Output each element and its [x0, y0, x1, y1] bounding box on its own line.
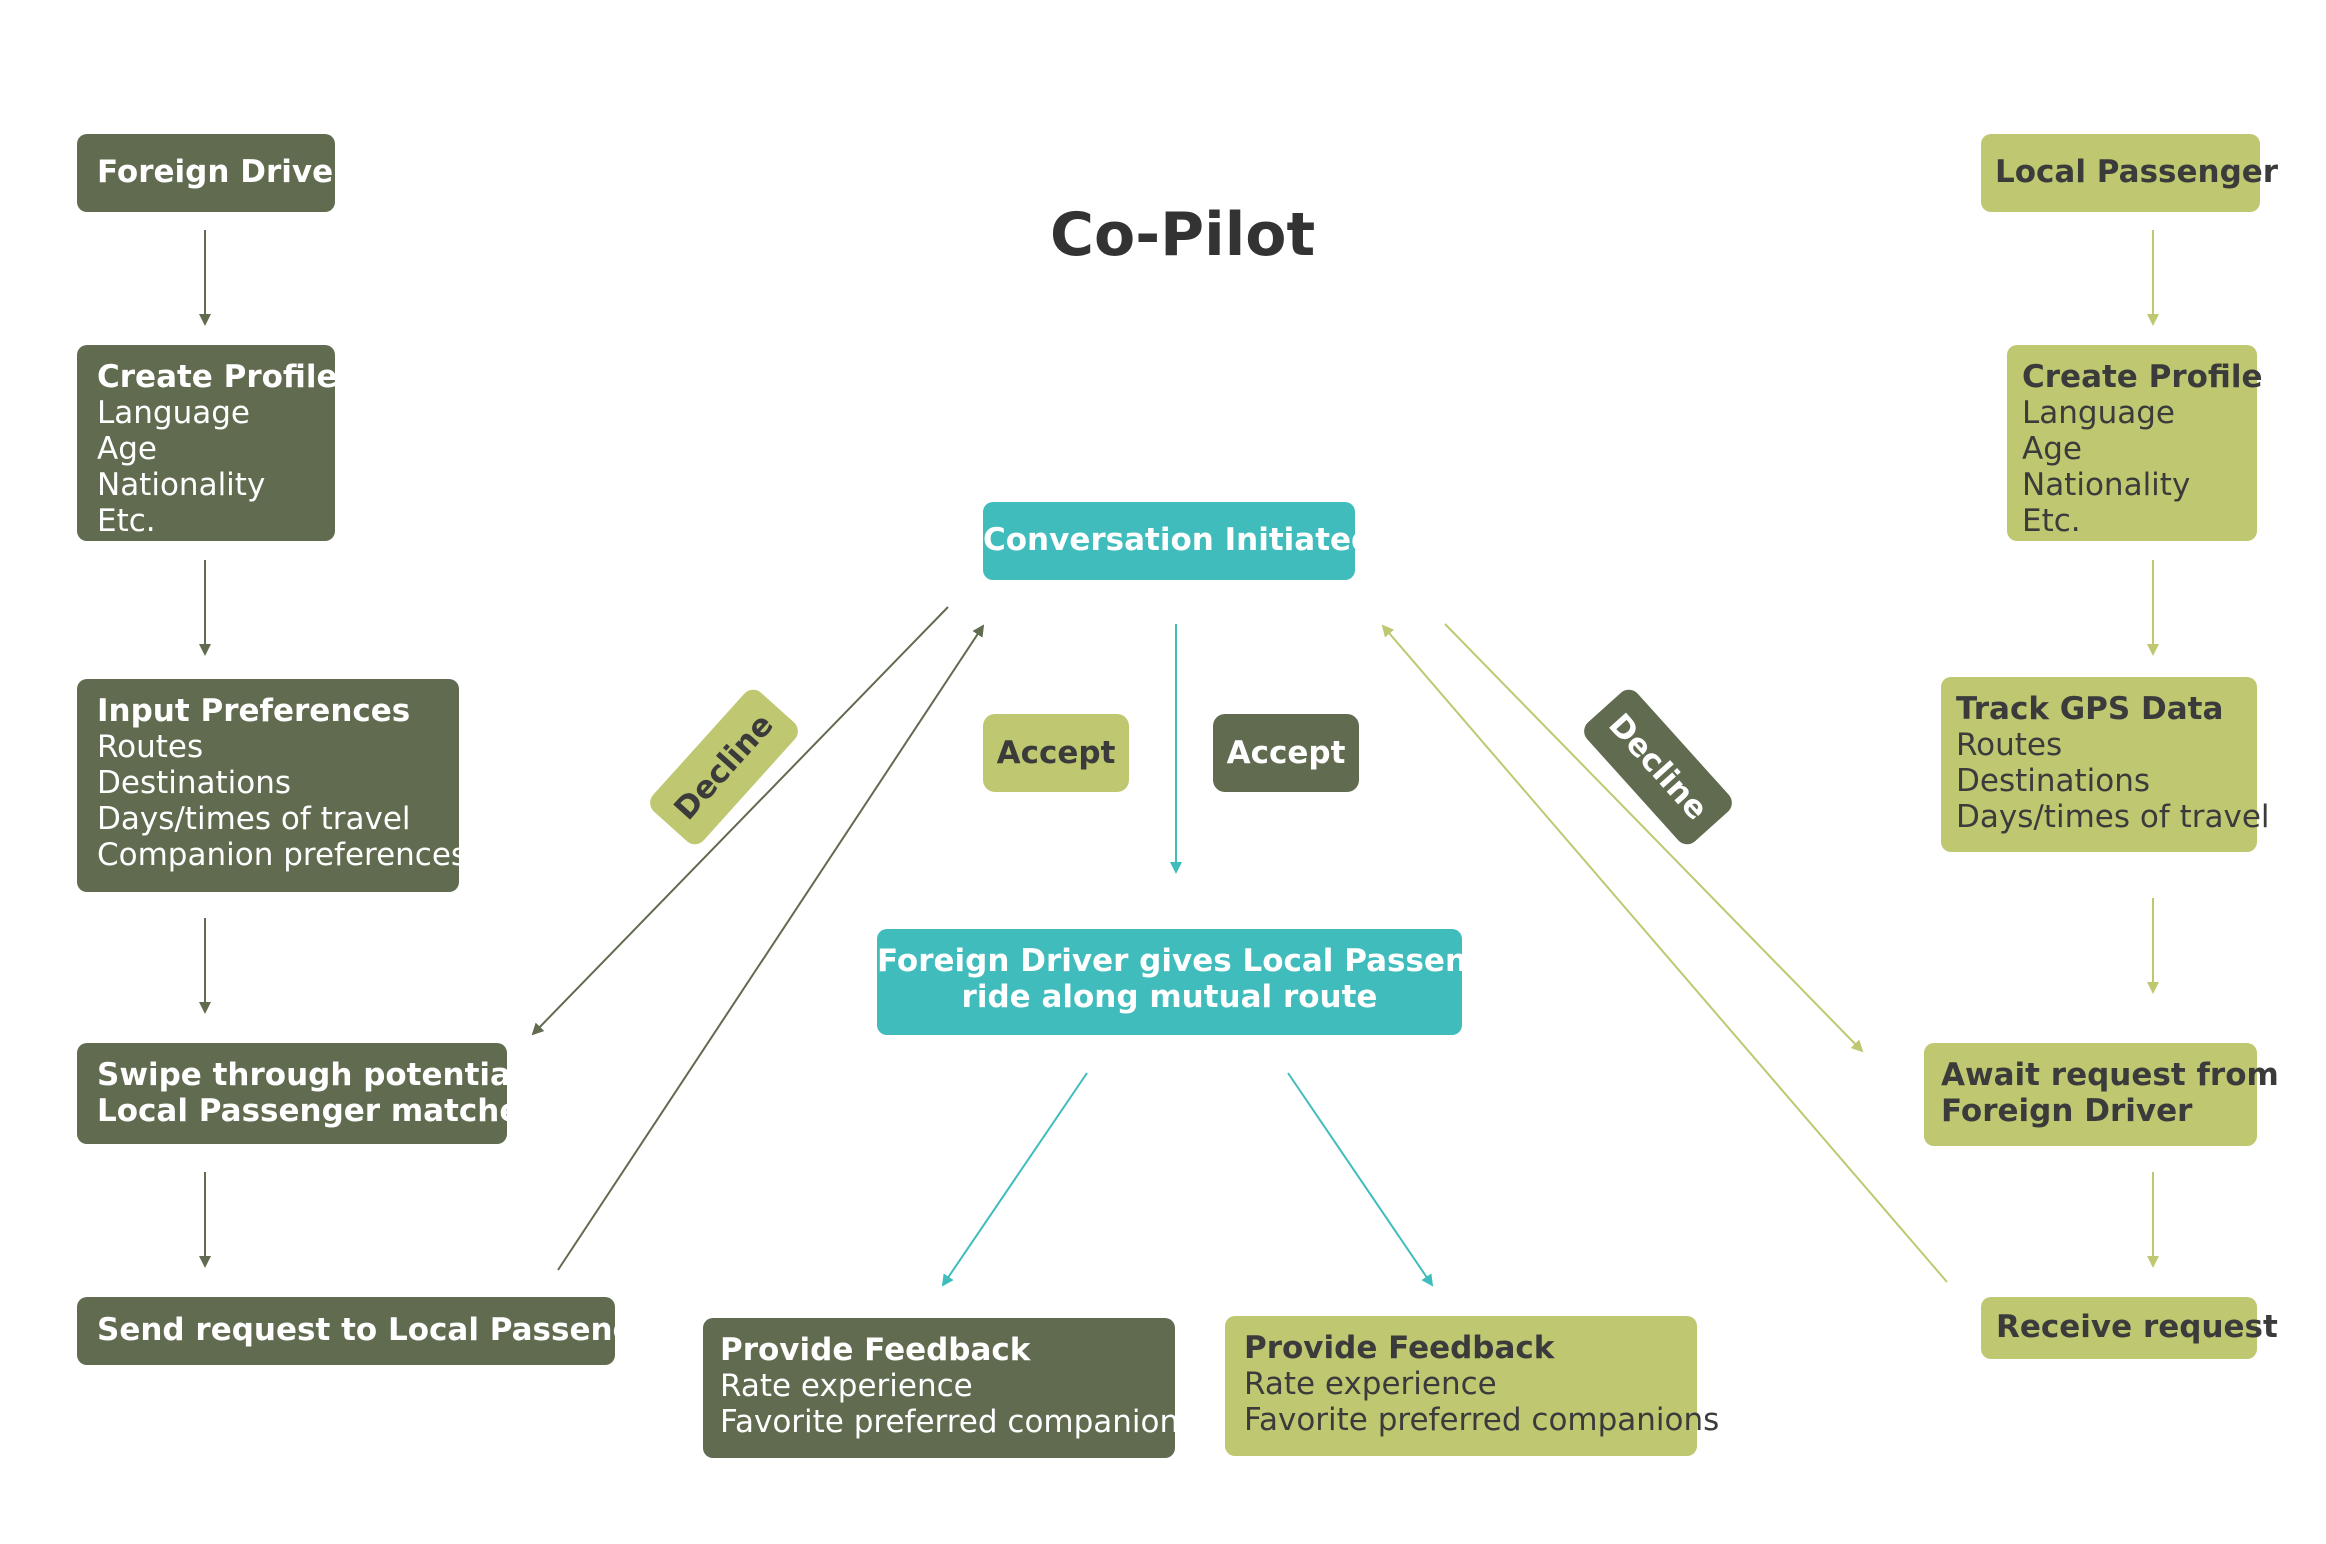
node-title: Local Passenger matches — [97, 1093, 539, 1129]
passenger-header-label: Local Passenger — [1995, 154, 2279, 190]
ride-node: Foreign Driver gives Local Passenger rid… — [877, 929, 1526, 1035]
node-line: Age — [2022, 431, 2082, 467]
driver-send-node: Send request to Local Passenger — [77, 1297, 672, 1365]
conversation-node: Conversation Initiated — [983, 502, 1374, 580]
node-line: Routes — [97, 729, 204, 765]
passenger-gps-node: Track GPS Data Routes Destinations Days/… — [1941, 677, 2270, 852]
node-line: Destinations — [1956, 763, 2151, 799]
node-line: Rate experience — [1244, 1366, 1497, 1402]
node-title: Create Profile — [97, 359, 338, 395]
passenger-await-node: Await request from Foreign Driver — [1924, 1043, 2279, 1146]
driver-header-label: Foreign Driver — [97, 154, 349, 190]
node-title: Provide Feedback — [1244, 1330, 1555, 1366]
page-title: Co-Pilot — [1050, 200, 1316, 270]
passenger-header-node: Local Passenger — [1981, 134, 2279, 212]
node-title: Create Profile — [2022, 359, 2263, 395]
node-line: Days/times of travel — [1956, 799, 2270, 835]
arrow-ride-to-feedback-light — [1287, 1072, 1434, 1287]
node-title: Await request from — [1941, 1057, 2279, 1093]
node-line: Rate experience — [720, 1368, 973, 1404]
node-line: Nationality — [97, 467, 266, 503]
passenger-receive-node: Receive request — [1981, 1297, 2278, 1359]
node-line: Favorite preferred companions — [1244, 1402, 1720, 1438]
node-line: Favorite preferred companions — [720, 1404, 1196, 1440]
driver-header-node: Foreign Driver — [77, 134, 349, 212]
node-line: Age — [97, 431, 157, 467]
node-line: Companion preferences — [97, 837, 468, 873]
node-line: Days/times of travel — [97, 801, 411, 837]
feedback-passenger-node: Provide Feedback Rate experience Favorit… — [1225, 1316, 1720, 1456]
node-title: Foreign Driver — [1941, 1093, 2193, 1129]
node-title: Swipe through potential — [97, 1057, 522, 1093]
arrow-ride-to-feedback-dark — [941, 1072, 1088, 1287]
node-title: Foreign Driver gives Local Passenger — [877, 943, 1526, 979]
node-line: Routes — [1956, 727, 2063, 763]
accept-passenger-tag: Accept — [983, 714, 1129, 792]
node-line: Destinations — [97, 765, 292, 801]
arrow-decline-to-swipe — [531, 606, 949, 1036]
arrow-send-to-conversation — [557, 624, 985, 1271]
node-line: Etc. — [97, 503, 156, 539]
arrow-conversation-to-await — [1444, 623, 1864, 1053]
node-title: Input Preferences — [97, 693, 411, 729]
node-line: Language — [97, 395, 250, 431]
node-line: Language — [2022, 395, 2175, 431]
driver-profile-node: Create Profile Language Age Nationality … — [77, 345, 338, 541]
feedback-driver-node: Provide Feedback Rate experience Favorit… — [703, 1318, 1196, 1458]
driver-preferences-node: Input Preferences Routes Destinations Da… — [77, 679, 468, 892]
node-title: ride along mutual route — [961, 979, 1378, 1015]
node-line: Nationality — [2022, 467, 2191, 503]
node-title: Conversation Initiated — [983, 522, 1374, 558]
node-title: Send request to Local Passenger — [97, 1312, 672, 1348]
node-title: Receive request — [1996, 1309, 2278, 1345]
node-title: Track GPS Data — [1956, 691, 2224, 727]
passenger-profile-node: Create Profile Language Age Nationality … — [2007, 345, 2263, 541]
arrow-receive-to-conversation — [1381, 624, 1948, 1283]
driver-swipe-node: Swipe through potential Local Passenger … — [77, 1043, 539, 1144]
node-title: Provide Feedback — [720, 1332, 1031, 1368]
node-line: Etc. — [2022, 503, 2081, 539]
accept-driver-tag: Accept — [1213, 714, 1359, 792]
